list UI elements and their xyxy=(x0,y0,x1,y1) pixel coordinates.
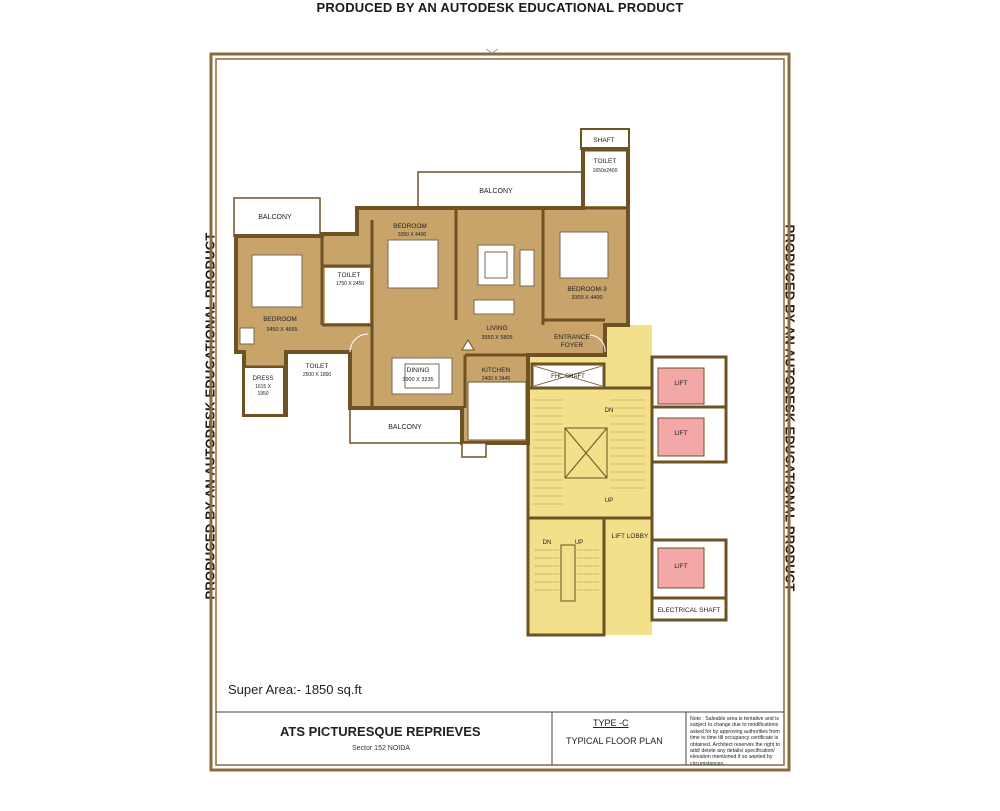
lift-1-label: LIFT xyxy=(674,380,687,387)
balcony-bottom-label: BALCONY xyxy=(388,424,422,431)
balcony-top-label: BALCONY xyxy=(479,188,513,195)
super-area: Super Area:- 1850 sq.ft xyxy=(228,682,362,697)
toilet-top-label: TOILET xyxy=(594,158,617,165)
bedroom-3-size: 3300 X 4400 xyxy=(571,295,602,301)
toilet-mid-size: 1750 X 2450 xyxy=(336,281,365,287)
kitchen-size: 2400 X 3445 xyxy=(482,376,511,382)
electrical-shaft-box xyxy=(650,596,728,622)
living-size: 3550 X 5805 xyxy=(481,335,512,341)
lobby-upper xyxy=(605,325,652,335)
stair-dn-1: DN xyxy=(605,408,614,414)
bedroom-mid-label: BEDROOM xyxy=(393,223,427,230)
balcony-left xyxy=(233,197,321,237)
stair-2-treads xyxy=(534,549,599,591)
entrance-label-1: ENTRANCE xyxy=(554,334,590,341)
fire-shaft-cross2 xyxy=(533,365,603,387)
toilet-top-floor xyxy=(585,152,626,206)
plan-type: TYPE -C xyxy=(593,718,629,728)
toilet-low-label: TOILET xyxy=(306,363,329,370)
lift-2-label: LIFT xyxy=(674,430,687,437)
toilet-mid-label: TOILET xyxy=(338,272,361,279)
lift-2-car xyxy=(657,417,705,457)
bedroom-left-size: 3450 X 4665 xyxy=(266,327,297,333)
bedroom-left-label: BEDROOM xyxy=(263,316,297,323)
toilet-mid-floor xyxy=(325,268,370,323)
lift-3-car xyxy=(657,547,705,589)
stair-1-treads xyxy=(533,399,645,505)
lift-3-label: LIFT xyxy=(674,563,687,570)
door-swings xyxy=(349,333,606,353)
fire-shaft-label: FHC SHAFT xyxy=(551,374,585,380)
toilet-top-size: 1650x2400 xyxy=(593,168,618,174)
dress-size-2: 1950 xyxy=(257,391,268,397)
watermark-top: PRODUCED BY AN AUTODESK EDUCATIONAL PROD… xyxy=(316,0,684,15)
dining-label: DINING xyxy=(407,367,430,374)
bedroom-mid-size: 3350 X 4400 xyxy=(398,232,427,238)
lift-1-car xyxy=(657,367,705,405)
stair-1-cut2 xyxy=(564,427,608,479)
electrical-shaft-label: ELECTRICAL SHAFT xyxy=(658,607,721,614)
kitchen-notch xyxy=(461,442,487,458)
north-mark xyxy=(485,48,499,54)
dress-room xyxy=(243,366,285,416)
entrance-label-2: FOYER xyxy=(561,342,584,349)
inner-frame xyxy=(215,58,785,766)
disclaimer-note: Note : Saleable area is tentative and is… xyxy=(690,716,780,767)
balcony-top xyxy=(417,171,583,211)
toilet-low-floor xyxy=(288,355,348,400)
lift-lobby-label: LIFT LOBBY xyxy=(612,533,649,540)
bedroom-3-label: BEDROOM-3 xyxy=(567,286,607,293)
project-location: Sector 152 NOIDA xyxy=(352,745,410,752)
plan-title: TYPICAL FLOOR PLAN xyxy=(566,736,663,746)
furniture xyxy=(239,231,609,395)
living-label: LIVING xyxy=(486,325,507,332)
balcony-left-label: BALCONY xyxy=(258,214,292,221)
project-name: ATS PICTURESQUE REPRIEVES xyxy=(280,724,481,739)
dining-size: 3900 X 3235 xyxy=(402,377,433,383)
shaft-label: SHAFT xyxy=(593,137,614,144)
dress-label: DRESS xyxy=(253,376,274,382)
dress-size-1: 1615 X xyxy=(255,384,272,390)
kitchen-counter xyxy=(467,381,527,441)
entry-arrow xyxy=(461,339,475,351)
stair-2-well xyxy=(560,544,576,602)
stair-up-2: UP xyxy=(575,540,583,546)
kitchen-label: KITCHEN xyxy=(482,367,511,374)
outer-frame xyxy=(209,52,791,772)
toilet-low-size: 2500 X 1800 xyxy=(303,372,332,378)
stair-dn-2: DN xyxy=(543,540,552,546)
stair-up-1: UP xyxy=(605,498,613,504)
stair-2 xyxy=(526,516,606,637)
